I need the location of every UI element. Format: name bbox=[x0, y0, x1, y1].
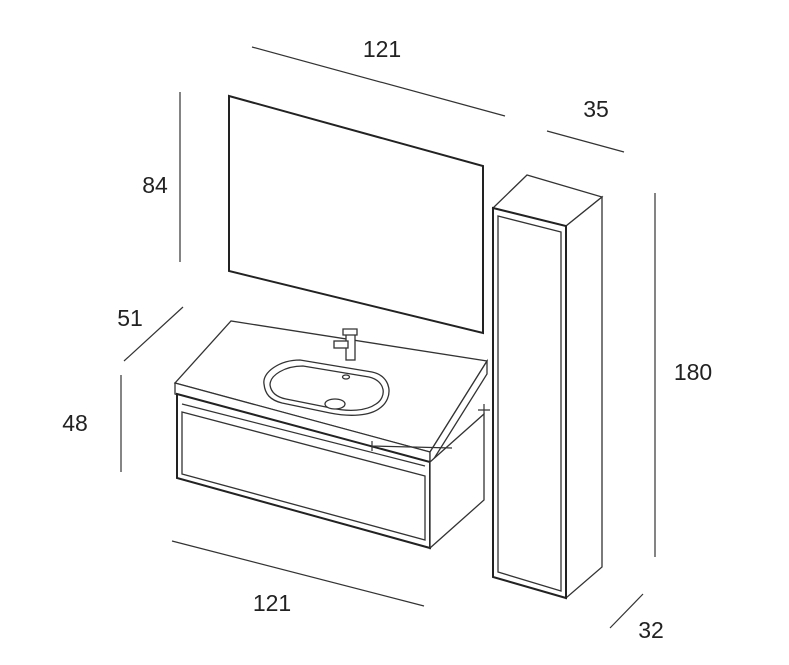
column-height-label: 180 bbox=[674, 359, 712, 385]
column-depth-dimension-line bbox=[546, 130, 625, 153]
mirror bbox=[228, 94, 484, 335]
mirror-width-label: 121 bbox=[363, 36, 401, 62]
vanity-depth-dimension-line bbox=[123, 306, 184, 362]
vanity-width-dimension-line bbox=[171, 540, 425, 607]
column-cabinet bbox=[491, 174, 604, 600]
mirror-width-dimension-line bbox=[251, 46, 506, 117]
vanity-height-label: 48 bbox=[62, 410, 88, 436]
mirror-height-label: 84 bbox=[142, 172, 168, 198]
vanity-width-label: 121 bbox=[253, 590, 291, 616]
column-base-depth-label: 32 bbox=[638, 617, 664, 643]
column-depth-label: 35 bbox=[583, 96, 609, 122]
faucet-icon bbox=[333, 328, 358, 380]
drain-icon bbox=[324, 398, 346, 410]
vanity-depth-label: 51 bbox=[117, 305, 143, 331]
column-base-depth-dimension-line bbox=[609, 593, 644, 629]
sink-basin bbox=[263, 359, 390, 416]
vanity-unit bbox=[173, 320, 490, 550]
